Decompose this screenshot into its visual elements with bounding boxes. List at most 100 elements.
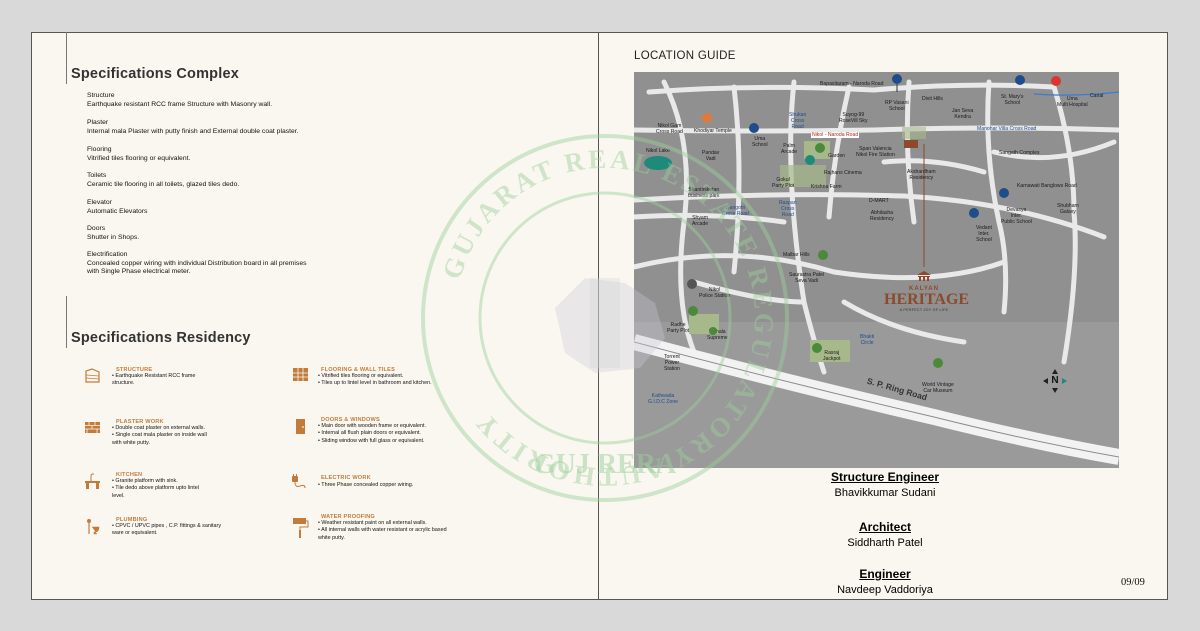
map-label: Shyam Arcade: [692, 215, 709, 227]
map-label-crossroad: Bhakti Circle: [860, 334, 875, 346]
engineer-name: Navdeep Vaddoriya: [837, 584, 933, 596]
map-label: Bapasitaram - Naroda Road: [820, 81, 884, 87]
map-label: Gokul Party Plot: [772, 177, 795, 189]
map-label: Torrent Power Station: [664, 354, 680, 372]
map-label: Nikol Gam Cross Road: [656, 123, 683, 135]
map-label: Nikol Police Station: [699, 287, 731, 299]
map-pins: [687, 74, 1061, 368]
map-label: Span Valencia Nikol Fire Station: [856, 146, 895, 158]
map-label: Khodiyar Temple: [694, 128, 732, 134]
res-electric-title: ELECTRIC WORK: [321, 475, 371, 481]
park-pin-icon: [688, 306, 698, 316]
map-label: Palm Arcade: [781, 143, 798, 155]
structure-engineer-name: Bhavikkumar Sudani: [834, 487, 936, 499]
map-label: Uma School: [752, 136, 768, 148]
temple-icon: [917, 271, 931, 281]
page-divider: [598, 32, 599, 600]
res-kitchen-title: KITCHEN: [116, 472, 143, 478]
res-doors-body: • Main door with wooden frame or equival…: [318, 423, 426, 444]
map-label: Karnawati Banglows Road: [1017, 183, 1077, 189]
kitchen-icon: [85, 473, 100, 489]
map-label-crossroad: Raspan Cross Road: [779, 200, 797, 218]
res-plaster-body: • Double coat plaster on external walls.…: [112, 425, 207, 446]
res-waterproofing-title: WATER PROOFING: [321, 514, 375, 520]
map-label: Krishna Farm: [811, 184, 842, 190]
res-electric-body: • Three Phase concealed copper wiring.: [318, 482, 414, 488]
res-plumbing-title: PLUMBING: [116, 517, 148, 523]
project-logo: KALYAN HERITAGE A PERFECT JOY OF LIFE: [884, 268, 970, 312]
map-label-crossroad: Gangotri Cross Road: [722, 205, 749, 217]
school-pin-icon: [749, 123, 759, 133]
cinema-pin-icon: [805, 155, 815, 165]
project-brand: KALYAN: [909, 286, 939, 292]
map-label-crossroad: Shukan Cross Road: [789, 112, 807, 130]
plumbing-icon: [87, 519, 100, 535]
brick-wall-icon: [85, 422, 100, 433]
map-label: Nikol Lake: [646, 148, 670, 154]
map-label: St. Mary's School: [1001, 94, 1024, 106]
map-label-crossroad: Kathwada G.I.D.C Zone: [648, 393, 679, 405]
location-map: Bapasitaram - Naroda Road RP Vasani Scho…: [634, 72, 1119, 468]
park-pin-icon: [709, 327, 717, 335]
map-label: Uma Multi Hospital: [1057, 96, 1088, 108]
park-pin-icon: [818, 250, 828, 260]
map-label: Rajhans Cinema: [824, 170, 862, 176]
structure-engineer-label: Structure Engineer: [830, 470, 940, 484]
left-title-rule-2: [66, 296, 67, 348]
res-tiles-body: • Vitrified tiles flooring or equivalent…: [318, 373, 432, 387]
architect-name: Siddharth Patel: [847, 537, 923, 549]
complex-title: Specifications Complex: [71, 66, 239, 82]
architect-label: Architect: [858, 520, 911, 534]
school-pin-icon: [969, 208, 979, 218]
door-icon: [296, 419, 305, 434]
tiles-icon: [293, 368, 308, 381]
school-pin-icon: [1015, 75, 1025, 85]
map-label: Rasraj Jackpot: [823, 350, 841, 362]
compass-icon: N: [1042, 368, 1068, 394]
map-label: Jan Seva Kendra: [952, 108, 974, 120]
map-label: World Vintage Car Museum: [922, 382, 954, 394]
paint-roller-icon: [293, 518, 309, 538]
map-label: Radhe Party Plot: [667, 322, 690, 334]
res-plumbing-body: • CPVC / UPVC pipes , C.P. fittings & sa…: [112, 523, 222, 537]
spec-plaster: Plaster Internal mala Plaster with putty…: [87, 119, 299, 135]
residency-title: Specifications Residency: [71, 330, 251, 346]
garden-pin-icon: [815, 143, 825, 153]
map-label: Malbar Hills: [783, 252, 810, 258]
map-label: Dixit Hills: [922, 96, 943, 102]
map-label: Vedant Inter. School: [976, 225, 992, 243]
map-label: Saurastra Patel Seva Vadi: [789, 272, 825, 284]
page-number: 09/09: [1121, 577, 1145, 588]
map-label: Garden: [828, 153, 845, 159]
location-guide-title: LOCATION GUIDE: [634, 50, 736, 62]
map-label: Suyog-99 RoseVill Sky: [839, 112, 868, 124]
spec-flooring: Flooring Vitrified tiles flooring or equ…: [87, 146, 191, 162]
map-roads: [634, 72, 1119, 468]
map-label-crossroad: Manohar Villa Cross Road: [977, 126, 1037, 132]
temple-pin-icon: [702, 113, 712, 123]
map-label-highlight: Nikol - Naroda Road: [811, 132, 860, 138]
plug-icon: [292, 474, 306, 489]
project-tagline: A PERFECT JOY OF LIFE: [899, 308, 949, 312]
map-label: Sangath Complex: [999, 150, 1040, 156]
spec-structure: Structure Earthquake resistant RCC frame…: [87, 92, 273, 108]
school-pin-icon: [892, 74, 902, 92]
police-pin-icon: [687, 279, 697, 289]
left-title-rule: [66, 32, 67, 84]
park-pin-icon: [812, 343, 822, 353]
res-plaster-title: PLASTER WORK: [116, 419, 164, 425]
spec-electrification: Electrification Concealed copper wiring …: [87, 251, 307, 276]
res-waterproofing-body: • Weather resistant paint on all externa…: [318, 520, 447, 541]
park-pin-icon: [933, 358, 943, 368]
project-name: HERITAGE: [884, 291, 970, 308]
res-structure-body: • Earthquake Resistant RCC frame structu…: [112, 373, 196, 387]
map-label: Abhilasha Residency: [870, 210, 894, 222]
res-tiles-title: FLOORING & WALL TILES: [321, 367, 396, 373]
res-structure-title: STRUCTURE: [116, 367, 153, 373]
school-pin-icon: [999, 188, 1009, 198]
map-label: Devasya Inter. Public School: [1001, 207, 1032, 225]
spec-doors: Doors Shutter in Shops.: [87, 225, 140, 241]
res-kitchen-body: • Granite platform with sink. • Tile ded…: [112, 478, 199, 499]
map-label: Akshardham Residency: [907, 169, 936, 181]
spec-toilets: Toilets Ceramic tile flooring in all toi…: [87, 172, 240, 188]
